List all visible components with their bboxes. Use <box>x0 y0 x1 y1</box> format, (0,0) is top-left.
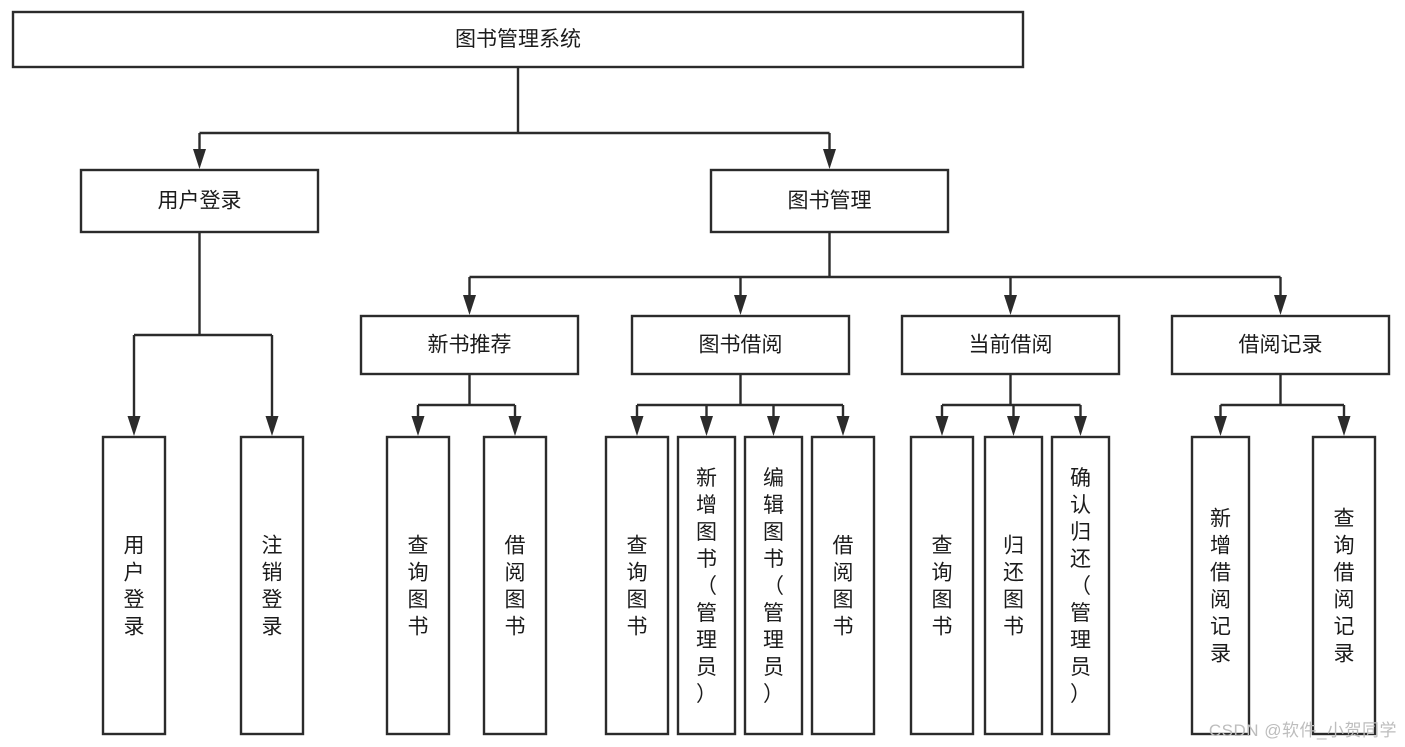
leaf-node-0[interactable]: 用户登录 <box>101 435 167 736</box>
current-arrow-2 <box>1074 416 1087 436</box>
leaf-node-9-label: 归还图书 <box>1003 535 1024 639</box>
level2-node-1-label: 图书管理 <box>788 190 872 213</box>
leaf-node-6-label: 编辑图书（管理员） <box>763 467 784 706</box>
level2-node-0-label: 用户登录 <box>158 190 242 213</box>
leaf-node-5-label: 新增图书（管理员） <box>696 467 717 706</box>
level3-node-0[interactable]: 新书推荐 <box>359 314 580 376</box>
book-mgmt-arrow-2 <box>1004 295 1017 315</box>
leaf-node-1[interactable]: 注销登录 <box>239 435 305 736</box>
borrow-arrow-3 <box>836 416 850 436</box>
login-arrow-1 <box>265 416 279 436</box>
leaf-node-9-rect <box>983 435 1044 736</box>
leaf-node-8-label: 查询图书 <box>932 535 953 639</box>
level3-node-3-rect <box>1170 314 1391 376</box>
leaf-node-10-label: 确认归还（管理员） <box>1070 467 1091 706</box>
leaf-node-0-label: 用户登录 <box>124 535 145 639</box>
level3-node-2-rect <box>900 314 1121 376</box>
book-mgmt-arrow-3 <box>1274 295 1287 315</box>
borrow-arrow-0 <box>630 416 644 436</box>
leaf-node-1-rect <box>239 435 305 736</box>
newbook-arrow-1 <box>508 416 522 436</box>
leaf-node-5[interactable]: 新增图书（管理员） <box>676 435 737 736</box>
leaf-node-1-label: 注销登录 <box>262 535 283 639</box>
leaf-node-12-rect <box>1311 435 1377 736</box>
leaf-node-4-rect <box>604 435 670 736</box>
leaf-node-0-rect <box>101 435 167 736</box>
root-node-label: 图书管理系统 <box>455 28 581 51</box>
level3-node-3-label: 借阅记录 <box>1239 334 1323 357</box>
newbook-arrow-0 <box>411 416 425 436</box>
current-arrow-1 <box>1007 416 1020 436</box>
level3-node-1[interactable]: 图书借阅 <box>630 314 851 376</box>
arrowhead-layer <box>127 149 1351 436</box>
leaf-node-11[interactable]: 新增借阅记录 <box>1190 435 1251 736</box>
level2-node-1[interactable]: 图书管理 <box>709 168 950 234</box>
leaf-node-8[interactable]: 查询图书 <box>909 435 975 736</box>
level3-node-0-label: 新书推荐 <box>428 334 512 357</box>
leaf-node-7-rect <box>810 435 876 736</box>
leaf-node-11-rect <box>1190 435 1251 736</box>
connector-layer <box>132 67 1346 417</box>
level3-node-1-rect <box>630 314 851 376</box>
leaf-node-4[interactable]: 查询图书 <box>604 435 670 736</box>
level3-node-2[interactable]: 当前借阅 <box>900 314 1121 376</box>
leaf-node-3-label: 借阅图书 <box>505 535 526 639</box>
current-arrow-0 <box>935 416 949 436</box>
leaf-node-2[interactable]: 查询图书 <box>385 435 451 736</box>
leaf-node-6-rect <box>743 435 804 736</box>
leaf-node-10[interactable]: 确认归还（管理员） <box>1050 435 1111 736</box>
leaf-node-3-rect <box>482 435 548 736</box>
leaf-node-2-rect <box>385 435 451 736</box>
borrow-arrow-2 <box>767 416 780 436</box>
leaf-node-10-rect <box>1050 435 1111 736</box>
leaf-node-7-label: 借阅图书 <box>833 535 854 639</box>
leaf-node-7[interactable]: 借阅图书 <box>810 435 876 736</box>
login-arrow-0 <box>127 416 141 436</box>
leaf-node-5-rect <box>676 435 737 736</box>
root-node-rect <box>11 10 1025 69</box>
record-arrow-1 <box>1337 416 1351 436</box>
book-mgmt-arrow-1 <box>734 295 747 315</box>
leaf-node-2-label: 查询图书 <box>408 535 429 639</box>
level3-node-3[interactable]: 借阅记录 <box>1170 314 1391 376</box>
borrow-arrow-1 <box>700 416 713 436</box>
level3-node-0-rect <box>359 314 580 376</box>
root-node[interactable]: 图书管理系统 <box>11 10 1025 69</box>
book-mgmt-arrow-0 <box>463 295 476 315</box>
level3-node-2-label: 当前借阅 <box>969 334 1053 357</box>
level2-node-1-rect <box>709 168 950 234</box>
root-arrow-0 <box>193 149 206 169</box>
level3-node-1-label: 图书借阅 <box>699 334 783 357</box>
record-arrow-0 <box>1214 416 1227 436</box>
leaf-node-12[interactable]: 查询借阅记录 <box>1311 435 1377 736</box>
root-arrow-1 <box>823 149 836 169</box>
leaf-node-8-rect <box>909 435 975 736</box>
level2-node-0-rect <box>79 168 320 234</box>
leaf-node-4-label: 查询图书 <box>627 535 648 639</box>
leaf-node-12-label: 查询借阅记录 <box>1334 508 1355 666</box>
leaf-node-11-label: 新增借阅记录 <box>1210 508 1231 666</box>
level2-node-0[interactable]: 用户登录 <box>79 168 320 234</box>
leaf-node-3[interactable]: 借阅图书 <box>482 435 548 736</box>
leaf-node-6[interactable]: 编辑图书（管理员） <box>743 435 804 736</box>
node-layer: 图书管理系统用户登录图书管理新书推荐图书借阅当前借阅借阅记录用户登录注销登录查询… <box>11 10 1391 736</box>
leaf-node-9[interactable]: 归还图书 <box>983 435 1044 736</box>
